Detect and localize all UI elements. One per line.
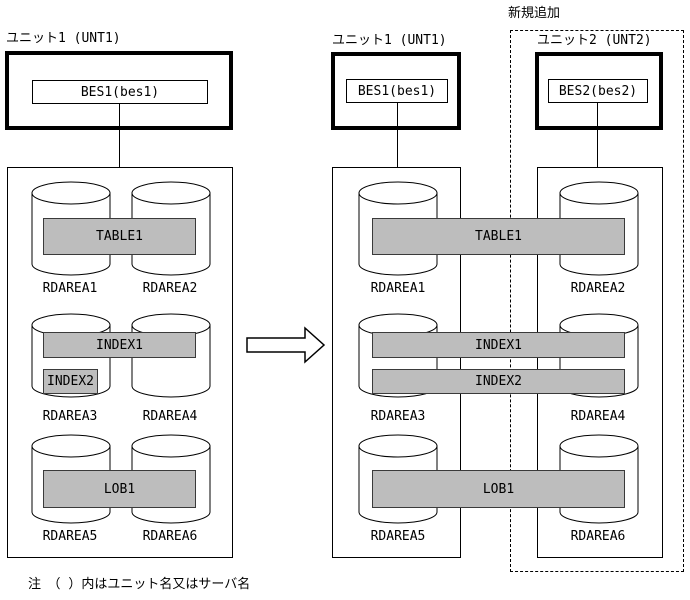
- after-rdarea4-label: RDAREA4: [570, 409, 626, 424]
- after-unit2-connector-line: [597, 103, 598, 167]
- after-index2-bar: INDEX2: [372, 369, 625, 394]
- after-unit2-bes-server-box: BES2(bes2): [548, 79, 648, 103]
- rdarea6-label: RDAREA6: [142, 529, 198, 544]
- index1-bar: INDEX1: [43, 332, 196, 358]
- after-unit2-label: ユニット2 (UNT2): [537, 33, 652, 48]
- after-unit1-box: [331, 52, 461, 130]
- after-rdarea3-label: RDAREA3: [370, 409, 426, 424]
- after-rdarea1-label: RDAREA1: [370, 281, 426, 296]
- new-addition-label: 新規追加: [508, 6, 561, 21]
- rdarea5-label: RDAREA5: [42, 529, 98, 544]
- rdarea3-label: RDAREA3: [42, 409, 98, 424]
- table1-bar: TABLE1: [43, 218, 196, 255]
- lob1-bar: LOB1: [43, 470, 196, 508]
- after-rdarea2-label: RDAREA2: [570, 281, 626, 296]
- transform-arrow-icon: [246, 326, 326, 364]
- after-unit1-label: ユニット1 (UNT1): [332, 33, 447, 48]
- after-unit1-bes-server-box: BES1(bes1): [346, 79, 448, 103]
- before-bes-server-box: BES1(bes1): [32, 80, 208, 104]
- after-rdarea6-label: RDAREA6: [570, 529, 626, 544]
- rdarea2-label: RDAREA2: [142, 281, 198, 296]
- before-connector-line: [119, 104, 120, 167]
- after-index1-bar: INDEX1: [372, 332, 625, 358]
- note-text: 注 （ ）内はユニット名又はサーバ名: [28, 577, 251, 592]
- after-lob1-bar: LOB1: [372, 470, 625, 508]
- after-unit2-box: [535, 52, 663, 130]
- index2-bar: INDEX2: [43, 369, 98, 394]
- new-unit-dashed-outline: [510, 30, 684, 572]
- after-table1-bar: TABLE1: [372, 218, 625, 255]
- rdarea1-label: RDAREA1: [42, 281, 98, 296]
- after-rdarea5-label: RDAREA5: [370, 529, 426, 544]
- before-unit-label: ユニット1 (UNT1): [6, 31, 121, 46]
- after-unit1-connector-line: [397, 103, 398, 167]
- rdarea4-label: RDAREA4: [142, 409, 198, 424]
